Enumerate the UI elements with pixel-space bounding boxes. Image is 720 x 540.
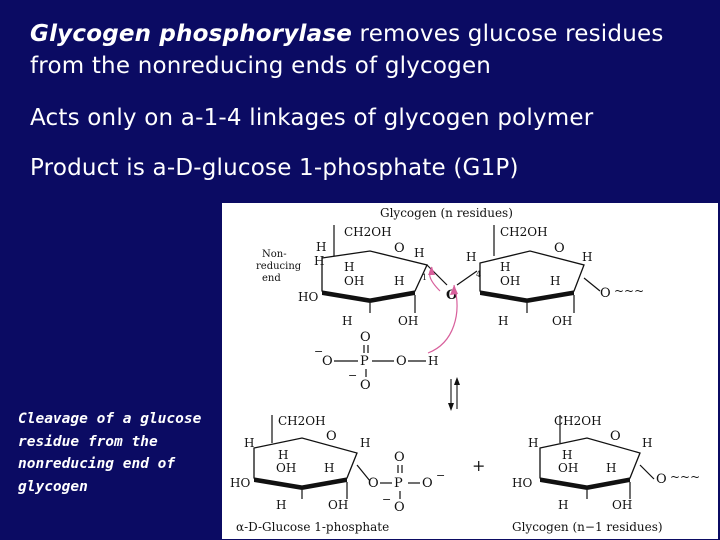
br-h5: H <box>558 498 568 512</box>
title-top: Glycogen (n residues) <box>380 206 513 220</box>
bl-oh2: OH <box>328 498 348 512</box>
bl-ring-o: O <box>326 429 337 444</box>
pi-o-bottom: O <box>360 378 371 393</box>
bl-h2: H <box>278 448 288 462</box>
br-h3: H <box>606 461 616 475</box>
br-ring-o: O <box>610 429 621 444</box>
tl-h2: H <box>316 240 326 254</box>
tl-ring-o: O <box>394 241 405 256</box>
br-h4: H <box>642 436 652 450</box>
phosphate-reactant: O − O P O H − O <box>314 266 458 393</box>
g1p-o-top: O <box>394 450 405 465</box>
bl-oh1: OH <box>276 461 296 475</box>
bullet-product: Product is a-D-glucose 1-phosphate (G1P) <box>30 155 519 181</box>
br-ho: HO <box>512 476 532 490</box>
bullet-1-text: removes glucose residues from the nonred… <box>30 21 664 79</box>
g1p-minus-right: − <box>436 469 445 482</box>
pi-o-top: O <box>360 330 371 345</box>
bottom-right-glucose-ring: CH2OH O H H OH H H HO H OH O ~~~ <box>512 414 700 512</box>
bl-ch2oh: CH2OH <box>278 414 326 428</box>
pi-minus-bottom: − <box>348 369 357 382</box>
glycosidic-o: O <box>446 288 457 303</box>
bottom-left-glucose-ring: CH2OH O H H OH H H HO H OH <box>230 414 370 512</box>
tl-ch2oh: CH2OH <box>344 225 392 239</box>
pi-o-right: O <box>396 354 407 369</box>
br-oh1: OH <box>558 461 578 475</box>
bl-h1: H <box>244 436 254 450</box>
phosphate-product: O P O O − O − <box>356 450 445 515</box>
br-h2: H <box>562 448 572 462</box>
enzyme-name: Glycogen phosphorylase <box>30 21 353 47</box>
tl-ho: HO <box>298 290 318 304</box>
nonreducing-label-2: reducing <box>256 261 302 272</box>
reaction-diagram: Glycogen (n residues) Non- reducing end … <box>222 203 718 539</box>
label-g1p: α-D-Glucose 1-phosphate <box>236 520 389 534</box>
tr-h3: H <box>582 250 592 264</box>
tl-h6: H <box>342 314 352 328</box>
tl-h5: H <box>414 246 424 260</box>
pi-p: P <box>360 354 369 369</box>
reaction-diagram-svg: Glycogen (n residues) Non- reducing end … <box>230 206 700 534</box>
tl-one: 1 <box>422 273 427 282</box>
bullet-linkage: Acts only on a-1-4 linkages of glycogen … <box>30 105 594 131</box>
tl-h1: H <box>314 254 324 268</box>
bl-ho: HO <box>230 476 250 490</box>
pi-h: H <box>428 354 438 368</box>
nonreducing-label-1: Non- <box>262 249 287 260</box>
tr-ch2oh: CH2OH <box>500 225 548 239</box>
pi-o-left: O <box>322 354 333 369</box>
tr-o-tail: O <box>600 286 611 301</box>
br-h1: H <box>528 436 538 450</box>
tl-oh2: OH <box>398 314 418 328</box>
tl-h3: H <box>344 260 354 274</box>
top-right-glucose-ring: CH2OH O 4 H OH H H H OH O ~~~ <box>476 225 644 328</box>
figure-caption: Cleavage of a glucose residue from the n… <box>18 411 202 495</box>
pi-minus-left: − <box>314 345 323 358</box>
br-tilde: ~~~ <box>670 470 700 484</box>
tr-h4: H <box>498 314 508 328</box>
bl-h4: H <box>360 436 370 450</box>
tl-oh1: OH <box>344 274 364 288</box>
tr-four: 4 <box>476 270 481 279</box>
label-glycogen-n-1: Glycogen (n−1 residues) <box>512 520 663 534</box>
tl-h4: H <box>394 274 404 288</box>
nonreducing-label-3: end <box>262 273 281 284</box>
bl-h3: H <box>324 461 334 475</box>
g1p-minus-bottom: − <box>382 493 391 506</box>
g1p-o-right: O <box>422 476 433 491</box>
tr-tilde: ~~~ <box>614 284 644 298</box>
bl-h5: H <box>276 498 286 512</box>
g1p-o-link: O <box>368 476 379 491</box>
tr-h2: H <box>550 274 560 288</box>
g1p-o-bottom: O <box>394 500 405 515</box>
g1p-p: P <box>394 476 403 491</box>
br-oh2: OH <box>612 498 632 512</box>
equilibrium-arrows <box>448 377 460 411</box>
h-near-o: H <box>466 250 476 264</box>
bullet-enzyme-action: Glycogen phosphorylase removes glucose r… <box>30 18 710 82</box>
br-o-tail: O <box>656 472 667 487</box>
tr-oh1: OH <box>500 274 520 288</box>
tr-h1: H <box>500 260 510 274</box>
br-ch2oh: CH2OH <box>554 414 602 428</box>
plus-sign: + <box>472 456 485 475</box>
top-left-glucose-ring: CH2OH O H H H OH H H 1 HO H OH <box>298 225 428 328</box>
tr-oh2: OH <box>552 314 572 328</box>
tr-ring-o: O <box>554 241 565 256</box>
